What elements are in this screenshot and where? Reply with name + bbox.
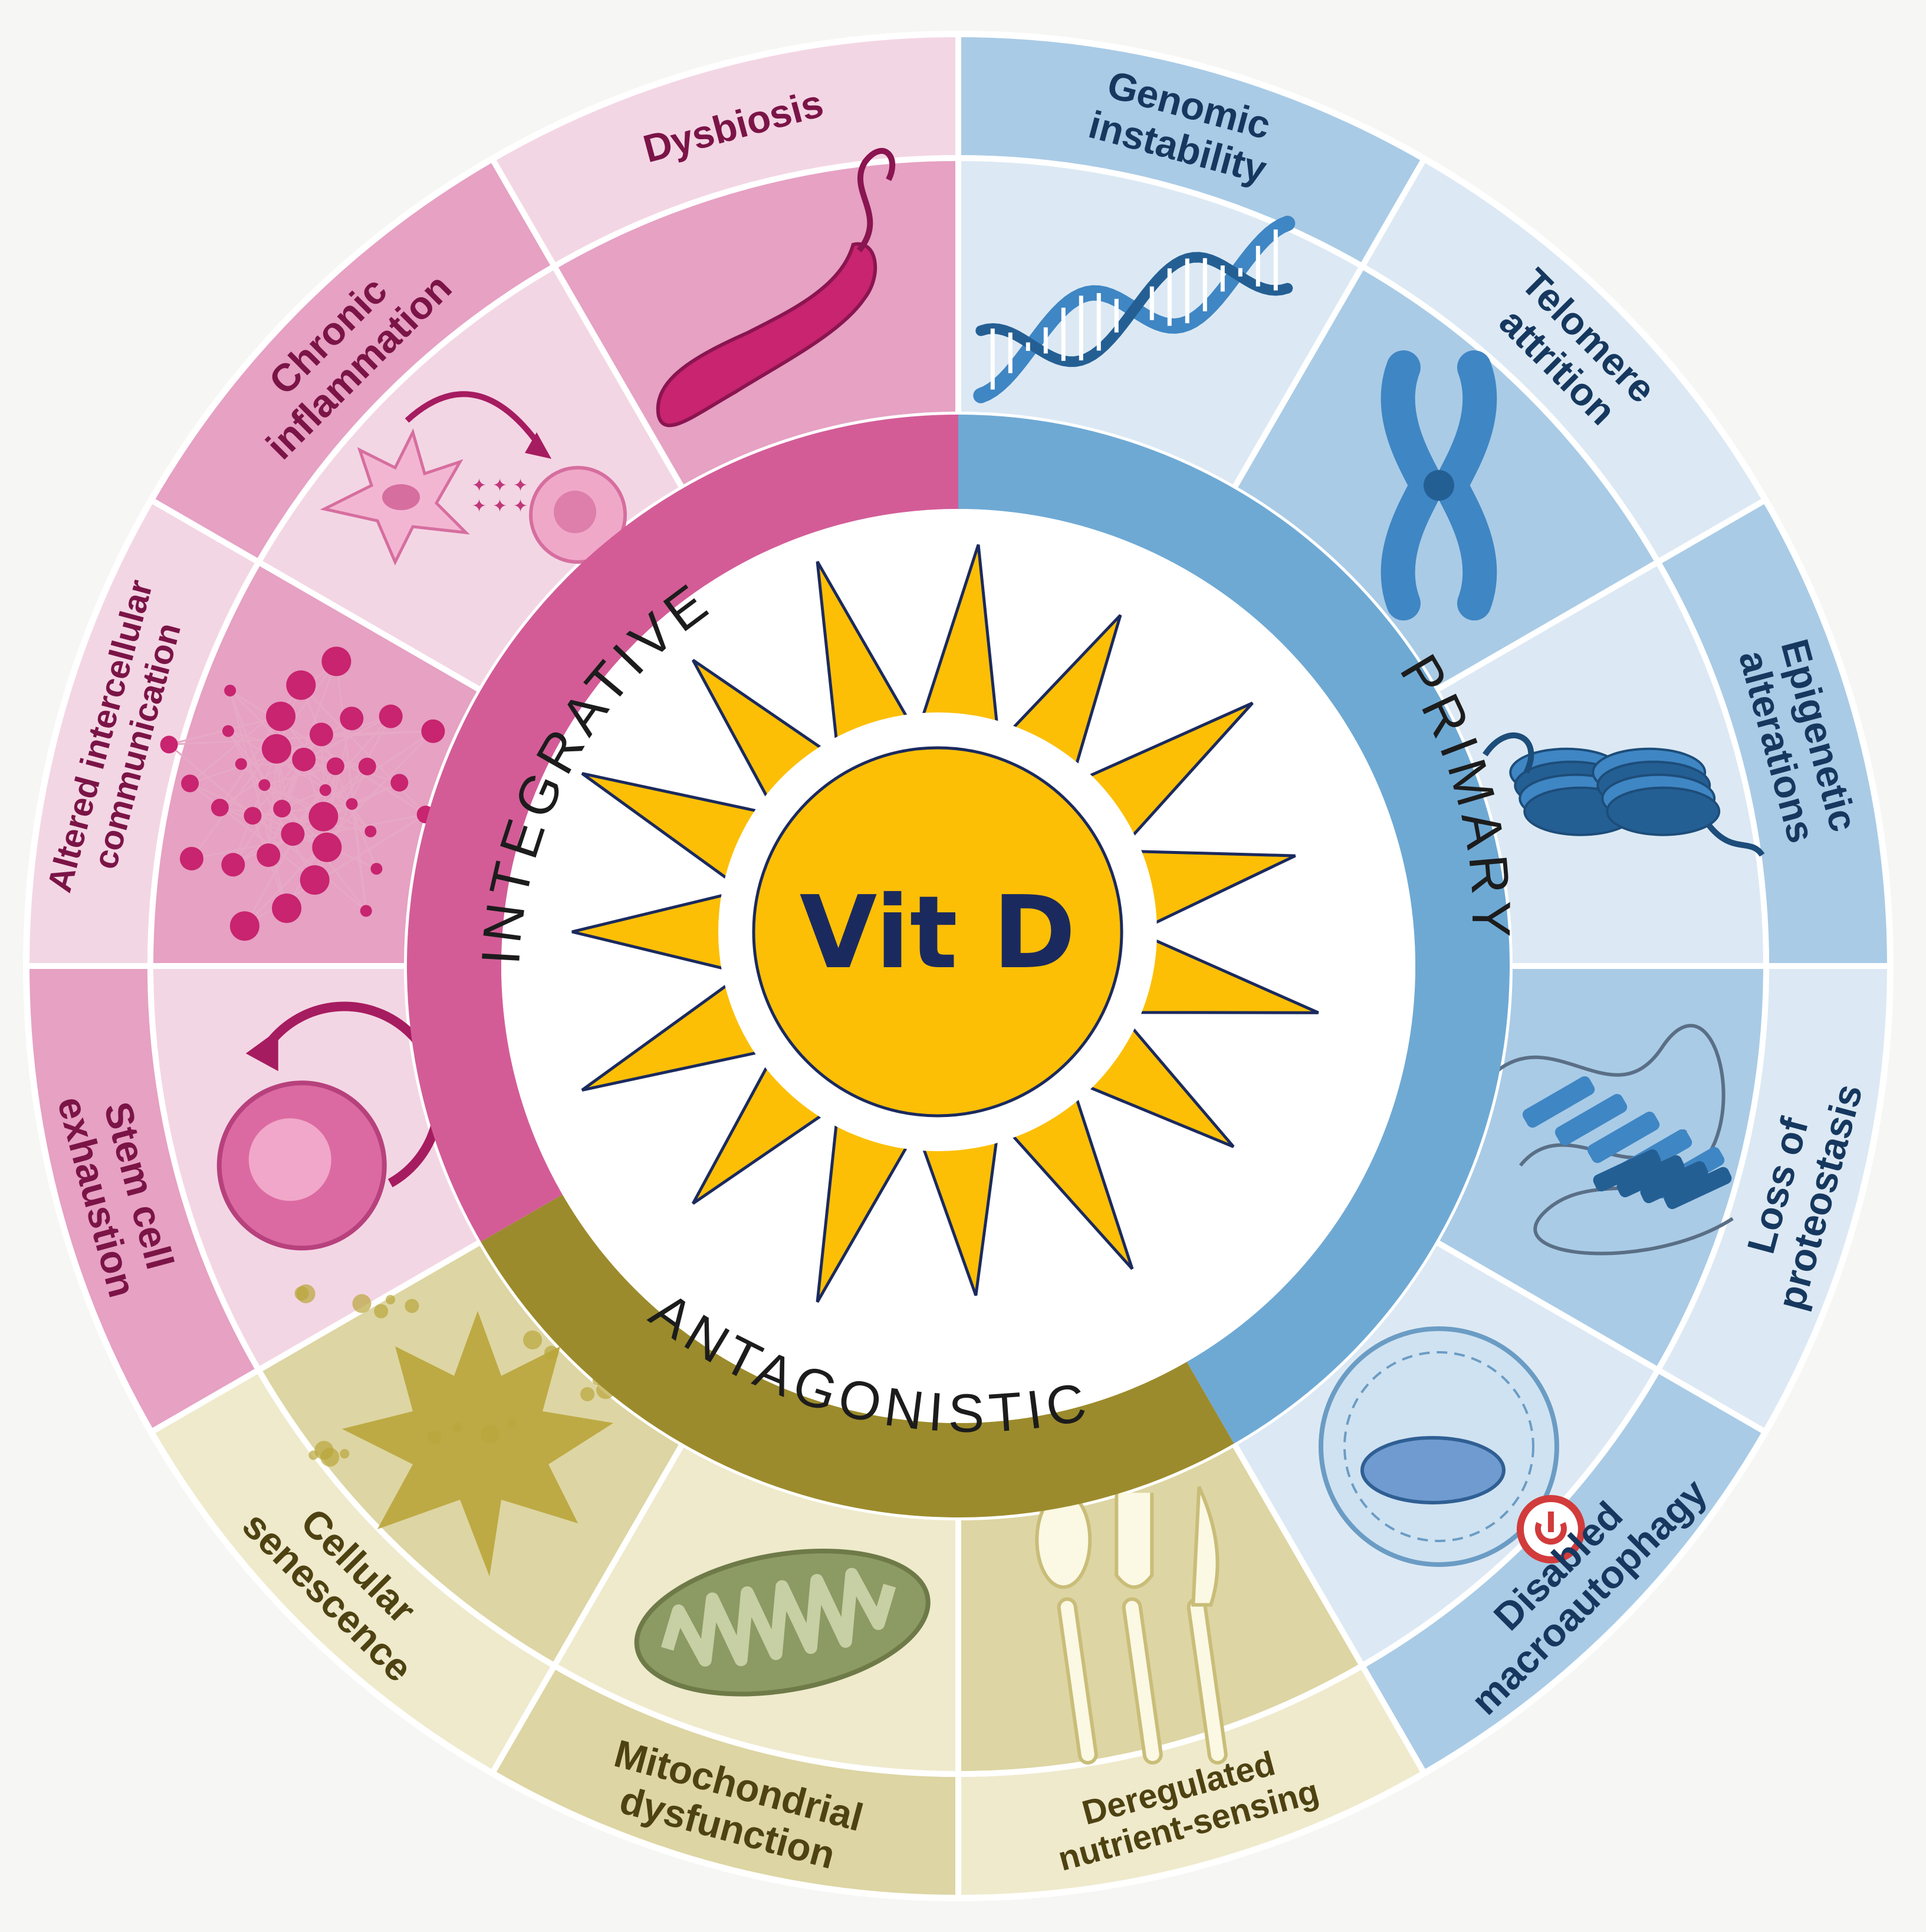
svg-text:✦: ✦ [472, 496, 487, 517]
bacterium-icon [656, 147, 896, 428]
svg-text:✦: ✦ [492, 475, 507, 496]
center-title: Vit D [800, 875, 1076, 991]
cutlery-icon [1035, 1486, 1228, 1765]
stem-cell-icon [216, 1001, 443, 1251]
svg-text:✦: ✦ [492, 496, 507, 517]
ring-primary [958, 415, 1510, 1444]
macrophage-icon: ✦✦✦✦✦✦ [320, 391, 627, 566]
nucleosome-icon [1483, 732, 1765, 857]
sun-icon [571, 544, 1319, 1303]
hallmark-icons: ✦✦✦✦✦✦ [160, 147, 1765, 1765]
ring-antagonistic [481, 1194, 1234, 1517]
dna-icon [973, 215, 1296, 403]
autophagosome-icon [1318, 1326, 1585, 1567]
ring-integrative [406, 415, 958, 1242]
mitochondrion-icon [634, 1548, 931, 1697]
svg-text:✦: ✦ [472, 475, 487, 496]
chromosome-icon [1381, 350, 1497, 621]
svg-text:✦: ✦ [513, 496, 528, 517]
sun-disk [752, 746, 1123, 1118]
svg-text:✦: ✦ [513, 475, 528, 496]
protein-icon [1496, 1024, 1734, 1256]
network-icon [160, 646, 445, 941]
